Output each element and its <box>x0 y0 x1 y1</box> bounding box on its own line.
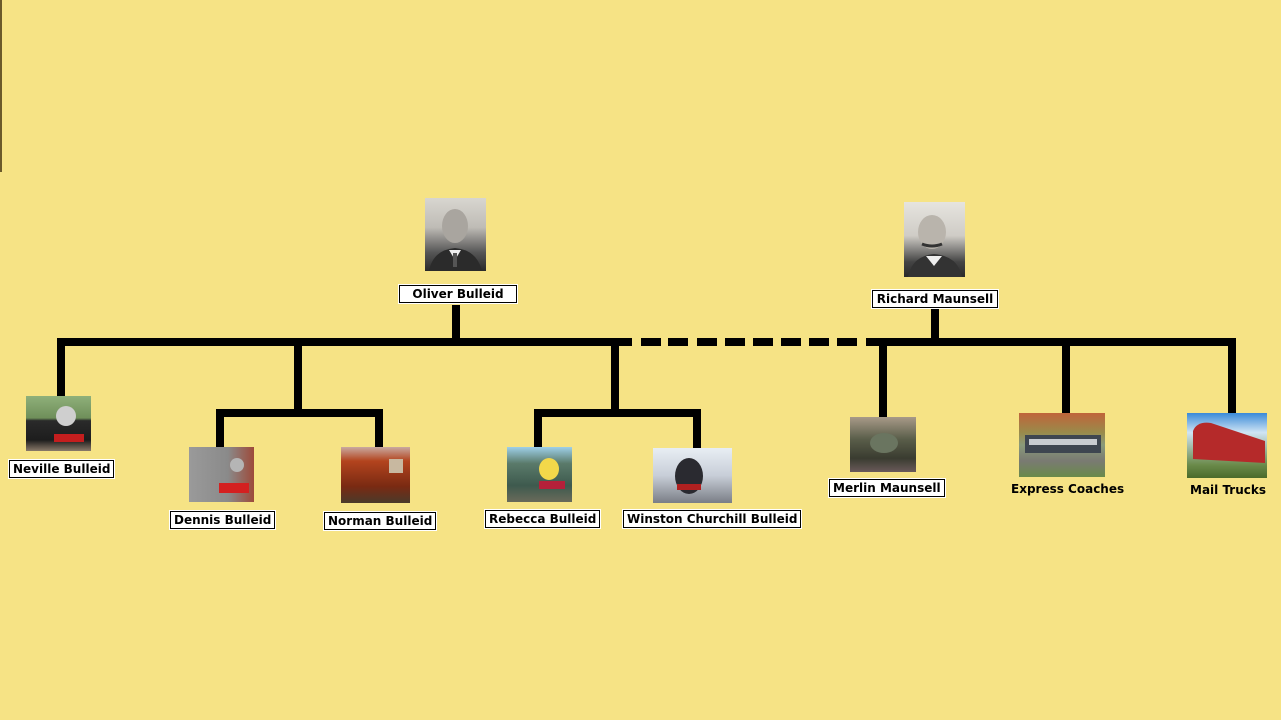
pair-branch-line <box>534 409 701 417</box>
merlin-drop-line <box>879 338 887 418</box>
richard-maunsell-portrait <box>904 202 965 277</box>
rebecca-bulleid-label: Rebecca Bulleid <box>483 509 602 529</box>
richard-branch-line <box>866 338 1236 346</box>
rebecca-bulleid-photo <box>507 447 572 502</box>
rebecca-drop-line <box>534 409 542 449</box>
twins-drop-line <box>294 338 302 414</box>
left-edge <box>0 0 2 172</box>
merlin-maunsell-photo <box>850 417 916 472</box>
norman-drop-line <box>375 409 383 449</box>
richard-maunsell-label: Richard Maunsell <box>871 289 999 309</box>
express-coaches-label: Express Coaches <box>1011 482 1125 496</box>
richard-stem-line <box>931 309 939 345</box>
mail-trucks-photo <box>1187 413 1267 478</box>
oliver-bulleid-label: Oliver Bulleid <box>398 284 518 304</box>
express-coaches-photo <box>1019 413 1105 477</box>
norman-bulleid-photo <box>341 447 410 503</box>
merlin-maunsell-label: Merlin Maunsell <box>828 478 946 498</box>
oliver-branch-line <box>57 338 632 346</box>
neville-drop-line <box>57 338 65 396</box>
dennis-bulleid-label: Dennis Bulleid <box>168 510 277 530</box>
trucks-drop-line <box>1228 338 1236 414</box>
oliver-bulleid-portrait <box>425 198 486 271</box>
oliver-stem-line <box>452 305 460 345</box>
coaches-drop-line <box>1062 338 1070 414</box>
winston-churchill-bulleid-photo <box>653 448 732 503</box>
neville-bulleid-label: Neville Bulleid <box>7 459 116 479</box>
dennis-bulleid-photo <box>189 447 254 502</box>
winston-drop-line <box>693 409 701 449</box>
norman-bulleid-label: Norman Bulleid <box>322 511 438 531</box>
pair-drop-line <box>611 338 619 414</box>
twins-branch-line <box>216 409 383 417</box>
winston-churchill-bulleid-label: Winston Churchill Bulleid <box>621 509 803 529</box>
neville-bulleid-photo <box>26 396 91 451</box>
mail-trucks-label: Mail Trucks <box>1190 483 1267 497</box>
dennis-drop-line <box>216 409 224 449</box>
